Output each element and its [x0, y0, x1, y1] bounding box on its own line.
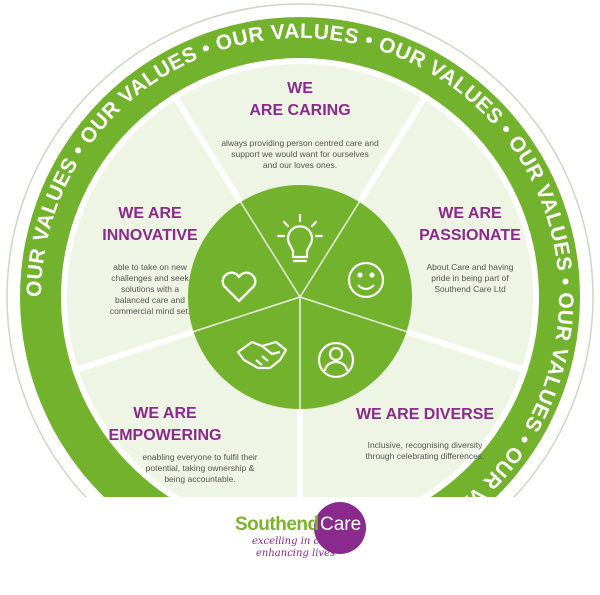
value-passionate-line2: PASSIONATE [419, 227, 521, 244]
value-empowering-line1: WE ARE [133, 405, 197, 422]
description-line: Inclusive, recognising diversity [367, 440, 483, 450]
value-caring-description: always providing person centred care and… [190, 138, 410, 171]
hub-divider [299, 296, 407, 333]
description-line: through celebrating differences. [365, 451, 485, 461]
value-innovative-line1: WE ARE [118, 205, 182, 222]
value-caring-line2: ARE CARING [249, 102, 351, 119]
value-diverse-description: Inclusive, recognising diversity through… [340, 440, 510, 462]
logo-care-bubble [314, 502, 366, 554]
southend-care-logo: Southend Care excelling in care enhancin… [232, 502, 382, 562]
description-line: enabling everyone to fulfil their [142, 452, 258, 462]
lightbulb-icon [276, 213, 324, 263]
description-line: challenges and seek [111, 273, 189, 283]
logo-tagline-2: enhancing lives [256, 548, 336, 559]
value-empowering-line2: EMPOWERING [108, 427, 222, 444]
description-line: commercial mind set. [109, 306, 191, 316]
value-caring-title: WE ARE CARING [200, 78, 400, 122]
value-passionate-title: WE ARE PASSIONATE [400, 203, 540, 247]
logo-tagline-1: excelling in care [252, 536, 336, 547]
hub-divider [193, 296, 301, 333]
value-innovative-description: able to take on new challenges and seek … [85, 262, 215, 317]
hub-dividers [193, 201, 407, 409]
sector-panel [170, 58, 430, 303]
person-profile-icon [317, 341, 355, 379]
value-innovative-title: WE ARE INNOVATIVE [80, 203, 220, 247]
description-line: always providing person centred care and [221, 138, 379, 148]
hub-divider [299, 201, 360, 298]
value-diverse-line1: WE ARE DIVERSE [355, 406, 495, 423]
description-line: able to take on new [113, 262, 187, 272]
description-line: potential, taking ownership & [145, 463, 255, 473]
description-line: About Care and having [426, 262, 514, 272]
value-passionate-description: About Care and having pride in being par… [410, 262, 530, 295]
hub-divider [240, 201, 301, 298]
description-line: Southend Care Ltd [434, 284, 506, 294]
description-line: pride in being part of [431, 273, 509, 283]
value-passionate-line1: WE ARE [438, 205, 502, 222]
description-line: being accountable. [164, 474, 236, 484]
logo-care-word: Care [320, 514, 362, 535]
value-innovative-line2: INNOVATIVE [102, 227, 198, 244]
value-empowering-title: WE ARE EMPOWERING [95, 403, 235, 447]
heart-icon [221, 271, 257, 303]
description-line: balanced care and [115, 295, 185, 305]
description-line: solutions with a [120, 284, 180, 294]
value-empowering-description: enabling everyone to fulfil their potent… [125, 452, 275, 485]
handshake-icon [236, 340, 288, 370]
value-caring-line1: WE [287, 80, 313, 97]
logo-name: Southend [235, 514, 319, 535]
logo-band [60, 497, 540, 595]
description-line: and our loves ones. [262, 160, 338, 170]
description-line: support we would want for ourselves [231, 149, 369, 159]
smiley-face-icon [347, 261, 385, 299]
value-diverse-title: WE ARE DIVERSE [340, 404, 510, 426]
